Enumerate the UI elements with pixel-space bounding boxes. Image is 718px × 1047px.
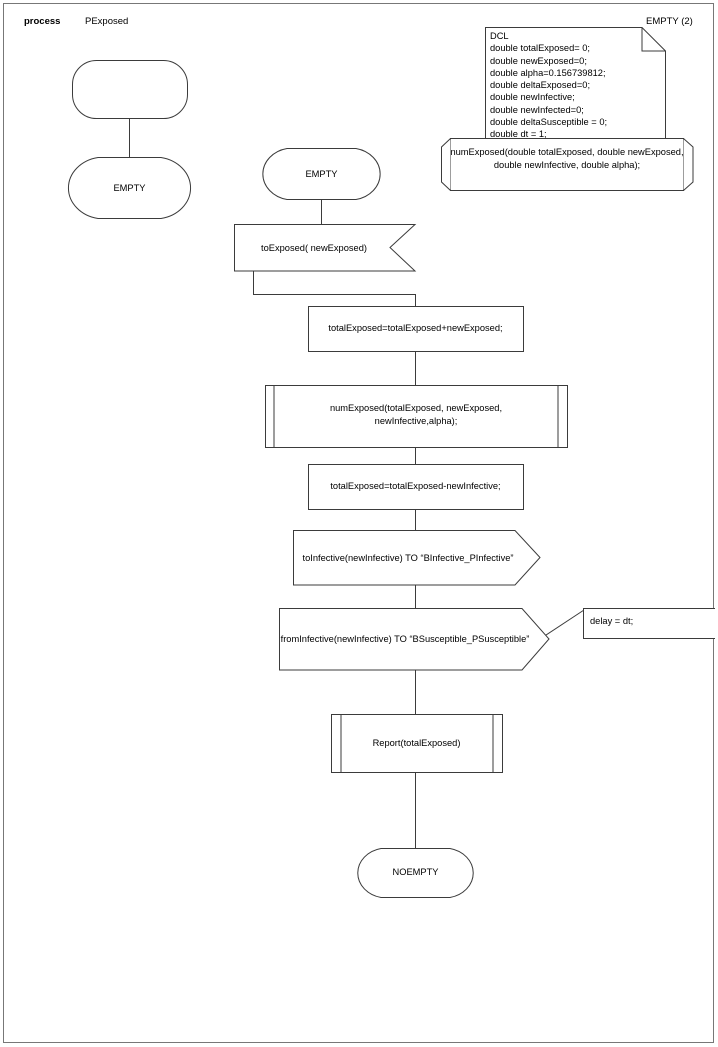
procedure-call-symbol-report[interactable] [331,714,503,773]
state-symbol-empty-mid[interactable] [262,148,381,201]
procedure-call-symbol-report-label: Report(totalExposed) [372,738,461,748]
edge-out1-to-out2 [415,585,416,608]
page-label: EMPTY (2) [646,16,693,27]
procedure-call-symbol-numexposed-label: numExposed(totalExposed, newExposed, new… [329,403,503,426]
procedure-declaration-symbol-numexposed[interactable] [441,138,694,191]
input-symbol-toexposed[interactable] [234,224,417,272]
page-frame [3,3,714,1043]
task-symbol-add-exposed-label: totalExposed=totalExposed+newExposed; [328,323,503,333]
state-symbol-empty-mid-label: EMPTY [305,169,338,179]
edge-task2-to-out1 [415,509,416,530]
comment-symbol-delay-label: delay = dt; [590,616,634,626]
task-symbol-add-exposed[interactable] [308,306,524,352]
state-symbol-noempty[interactable] [357,848,474,899]
edge-input-to-task1-seg2 [253,294,416,295]
edge-input-to-task1-seg3 [415,294,416,306]
output-symbol-frominfective[interactable] [279,608,550,671]
edge-proc-to-task2 [415,447,416,464]
task-symbol-sub-infective-label: totalExposed=totalExposed-newInfective; [330,481,501,491]
edge-input-to-task1-seg1 [253,271,254,295]
output-symbol-toinfective[interactable] [293,530,541,586]
input-symbol-toexposed-label: toExposed( newExposed) [261,243,367,253]
task-symbol-sub-infective[interactable] [308,464,524,510]
output-symbol-toinfective-label: toInfective(newInfective) TO “BInfective… [302,553,514,563]
procedure-call-symbol-numexposed[interactable] [265,385,568,448]
edge-state-to-input [321,200,322,225]
edge-out2-to-report [415,670,416,714]
edge-report-to-noempty [415,772,416,848]
text-note-symbol-dcl[interactable] [485,27,666,141]
process-name: PExposed [85,16,129,27]
comment-symbol-delay[interactable] [583,608,715,639]
state-symbol-empty-left[interactable] [68,157,191,220]
edge-comment-link [539,608,586,640]
edge-task1-to-proc [415,351,416,385]
edge-start-to-state [129,118,130,158]
text-note-symbol-dcl-label: DCL double totalExposed= 0; double newEx… [490,31,608,140]
procedure-declaration-symbol-numexposed-label: numExposed(double totalExposed, double n… [450,147,684,170]
process-keyword: process [24,16,61,27]
state-symbol-noempty-label: NOEMPTY [392,867,439,877]
state-symbol-empty-left-label: EMPTY [113,183,146,193]
output-symbol-frominfective-label: fromInfective(newInfective) TO “BSuscept… [280,634,530,644]
start-symbol[interactable] [72,60,188,119]
